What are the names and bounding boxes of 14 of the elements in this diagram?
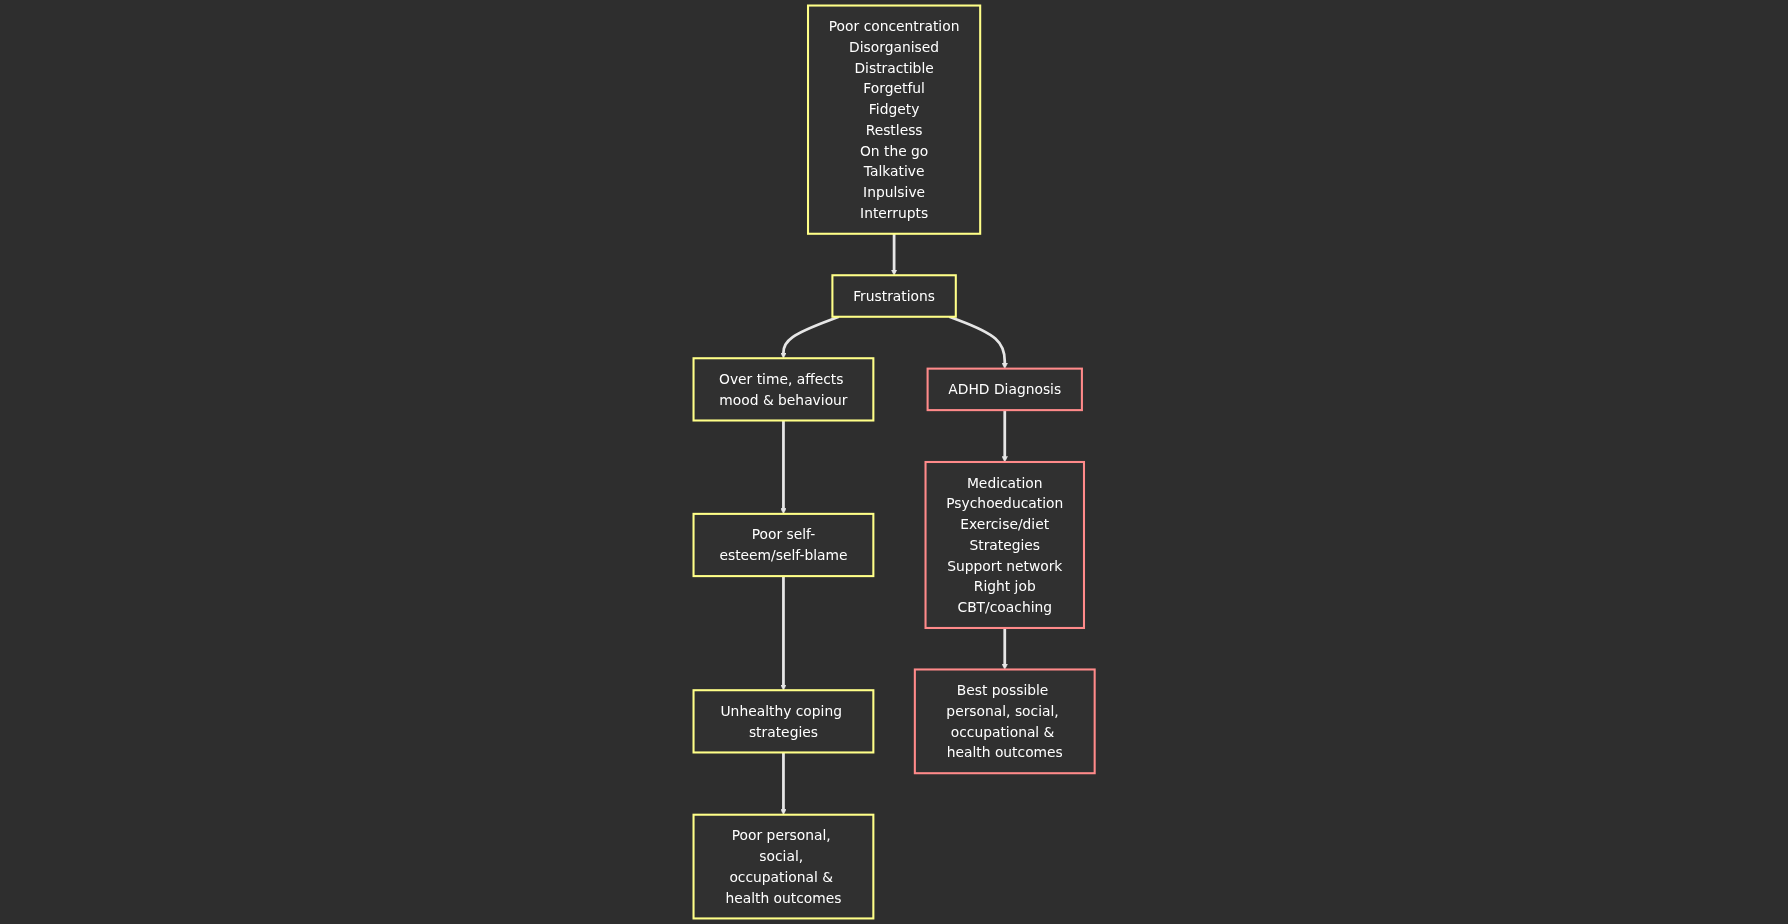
node-box: Frustrations bbox=[831, 274, 957, 318]
arrow bbox=[780, 315, 840, 359]
arrow bbox=[890, 233, 898, 276]
node-box: Poor personal, social, occupational & health outcomes bbox=[692, 813, 875, 920]
arrow bbox=[1001, 628, 1008, 670]
node-box: Unhealthy coping strategies bbox=[692, 689, 875, 754]
arrow bbox=[780, 576, 787, 691]
node-box: Poor concentration Disorganised Distractible Forgetful Fidgety Restless On the go Talkative Inpulsive Interrupts bbox=[806, 4, 982, 235]
node-box: Poor self-esteem/self-blame bbox=[692, 512, 875, 578]
node-box: ADHD Diagnosis bbox=[926, 367, 1083, 412]
node-box: Best possible personal, social, occupational & health outcomes bbox=[913, 668, 1096, 775]
node-box: Over time, affects mood & behaviour bbox=[692, 357, 875, 422]
node-box: Medication Psychoeducation Exercise/diet Strategies Support network Right job CBT/coaching bbox=[924, 460, 1085, 629]
arrow bbox=[780, 752, 787, 815]
